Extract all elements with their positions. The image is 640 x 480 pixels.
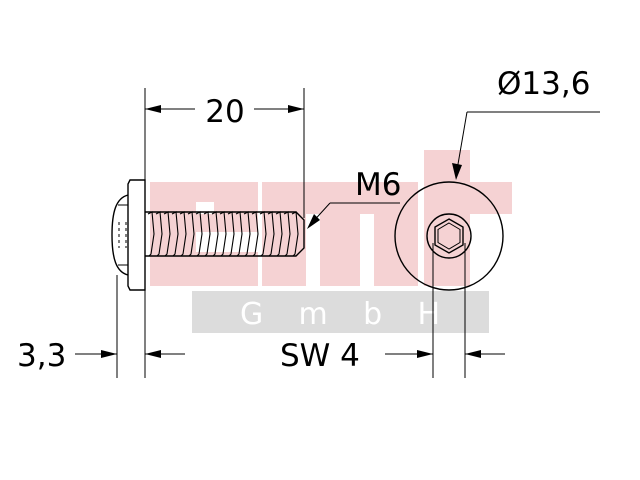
screw-threads bbox=[147, 211, 299, 257]
screw-front-view bbox=[394, 181, 504, 291]
dim-length-label: 20 bbox=[205, 94, 244, 130]
thread-crest bbox=[203, 211, 211, 257]
thread-crest bbox=[219, 211, 227, 257]
dim-head-height: 3,3 bbox=[17, 275, 185, 378]
thread-crest bbox=[235, 211, 243, 257]
watermark-band bbox=[192, 291, 489, 333]
thread-crest bbox=[259, 211, 267, 257]
thread-crest bbox=[243, 211, 251, 257]
dim-length: 20 bbox=[144, 88, 305, 218]
thread-crest bbox=[275, 211, 283, 257]
thread-crest bbox=[227, 211, 235, 257]
watermark: GmbH bbox=[150, 150, 512, 333]
thread-crest bbox=[291, 211, 299, 257]
thread-crest bbox=[195, 211, 203, 257]
thread-crest bbox=[211, 211, 219, 257]
thread-crest bbox=[155, 211, 163, 257]
dim-diameter-label: Ø13,6 bbox=[497, 66, 590, 102]
dim-diameter: Ø13,6 bbox=[452, 66, 600, 180]
screw-head-flange bbox=[127, 179, 146, 291]
dim-head-height-label: 3,3 bbox=[17, 338, 66, 374]
dim-socket: SW 4 bbox=[280, 243, 505, 378]
thread-crest bbox=[283, 211, 291, 257]
dim-thread-label: M6 bbox=[355, 167, 401, 203]
thread-crest bbox=[179, 211, 187, 257]
socket-circle bbox=[426, 213, 472, 259]
hex-socket bbox=[434, 218, 464, 254]
dim-thread: M6 bbox=[307, 167, 401, 229]
thread-crest bbox=[147, 211, 155, 257]
thread-crest bbox=[163, 211, 171, 257]
dim-socket-label: SW 4 bbox=[280, 338, 360, 374]
thread-crest bbox=[267, 211, 275, 257]
screw-side-view bbox=[111, 179, 305, 291]
screw-head-dome bbox=[111, 194, 129, 276]
thread-crest bbox=[187, 211, 195, 257]
screw-head-circle bbox=[394, 181, 504, 291]
thread-crest bbox=[171, 211, 179, 257]
thread-crest bbox=[251, 211, 259, 257]
